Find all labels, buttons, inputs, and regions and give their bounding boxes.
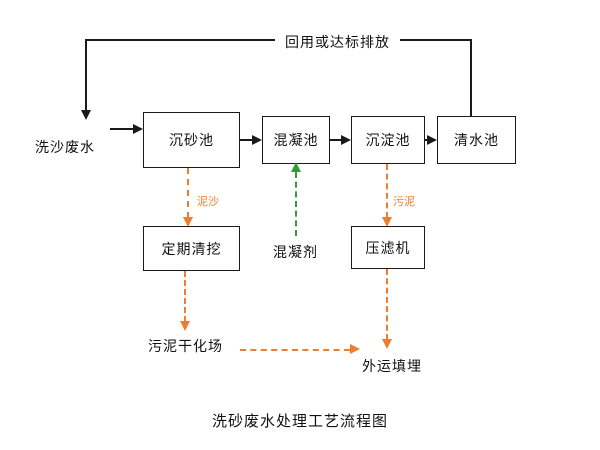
arrow-sedimentation-to-clearwater-line — [425, 139, 428, 141]
feedback-line-left — [85, 39, 87, 110]
dredging-to-drying-arrowhead-icon — [180, 321, 190, 331]
box-clear-water-tank-label: 清水池 — [454, 133, 499, 149]
sediment-dashed-line — [187, 168, 189, 218]
box-sedimentation-tank-label: 沉淀池 — [365, 133, 411, 149]
feedback-line-right — [470, 39, 472, 116]
filterpress-to-landfill-arrowhead-icon — [382, 339, 392, 349]
feedback-label: 回用或达标排放 — [275, 32, 400, 52]
box-periodic-dredging: 定期清挖 — [143, 226, 240, 271]
coagulant-arrowhead-icon — [291, 162, 301, 172]
arrow-grit-to-coagulation-head-icon — [252, 135, 262, 145]
drying-field-label: 污泥干化场 — [148, 339, 223, 355]
box-grit-chamber-label: 沉砂池 — [169, 133, 214, 149]
input-arrowhead-icon — [133, 124, 143, 134]
sediment-arrowhead-icon — [183, 217, 193, 227]
sludge-dashed-line — [386, 164, 388, 218]
coagulant-label: 混凝剂 — [273, 245, 318, 261]
landfill-label: 外运填埋 — [362, 359, 422, 375]
drying-to-landfill-dashed-line — [240, 349, 350, 351]
filterpress-to-landfill-dashed-line — [386, 269, 388, 340]
box-periodic-dredging-label: 定期清挖 — [161, 241, 222, 258]
arrow-coagulation-to-sedimentation-line — [330, 139, 341, 141]
feedback-arrowhead-down-icon — [81, 110, 91, 120]
box-grit-chamber: 沉砂池 — [143, 112, 240, 168]
arrow-grit-to-coagulation-line — [240, 139, 252, 141]
sediment-label: 泥沙 — [197, 195, 219, 208]
dredging-to-drying-dashed-line — [184, 271, 186, 322]
sludge-arrowhead-icon — [382, 217, 392, 227]
box-coagulation-tank-label: 混凝池 — [273, 133, 319, 149]
box-filter-press: 压滤机 — [351, 226, 425, 269]
arrow-sedimentation-to-clearwater-head-icon — [427, 135, 437, 145]
arrow-coagulation-to-sedimentation-head-icon — [341, 135, 351, 145]
input-label: 洗沙废水 — [35, 140, 95, 156]
box-clear-water-tank: 清水池 — [437, 116, 516, 164]
sludge-label: 污泥 — [393, 195, 415, 208]
box-sedimentation-tank: 沉淀池 — [351, 116, 425, 164]
input-arrow-line — [110, 128, 133, 130]
coagulant-dashed-line — [295, 172, 297, 236]
box-coagulation-tank: 混凝池 — [262, 116, 330, 164]
drying-to-landfill-arrowhead-icon — [350, 344, 360, 354]
box-filter-press-label: 压滤机 — [365, 240, 411, 257]
diagram-title: 洗砂废水处理工艺流程图 — [211, 412, 388, 430]
